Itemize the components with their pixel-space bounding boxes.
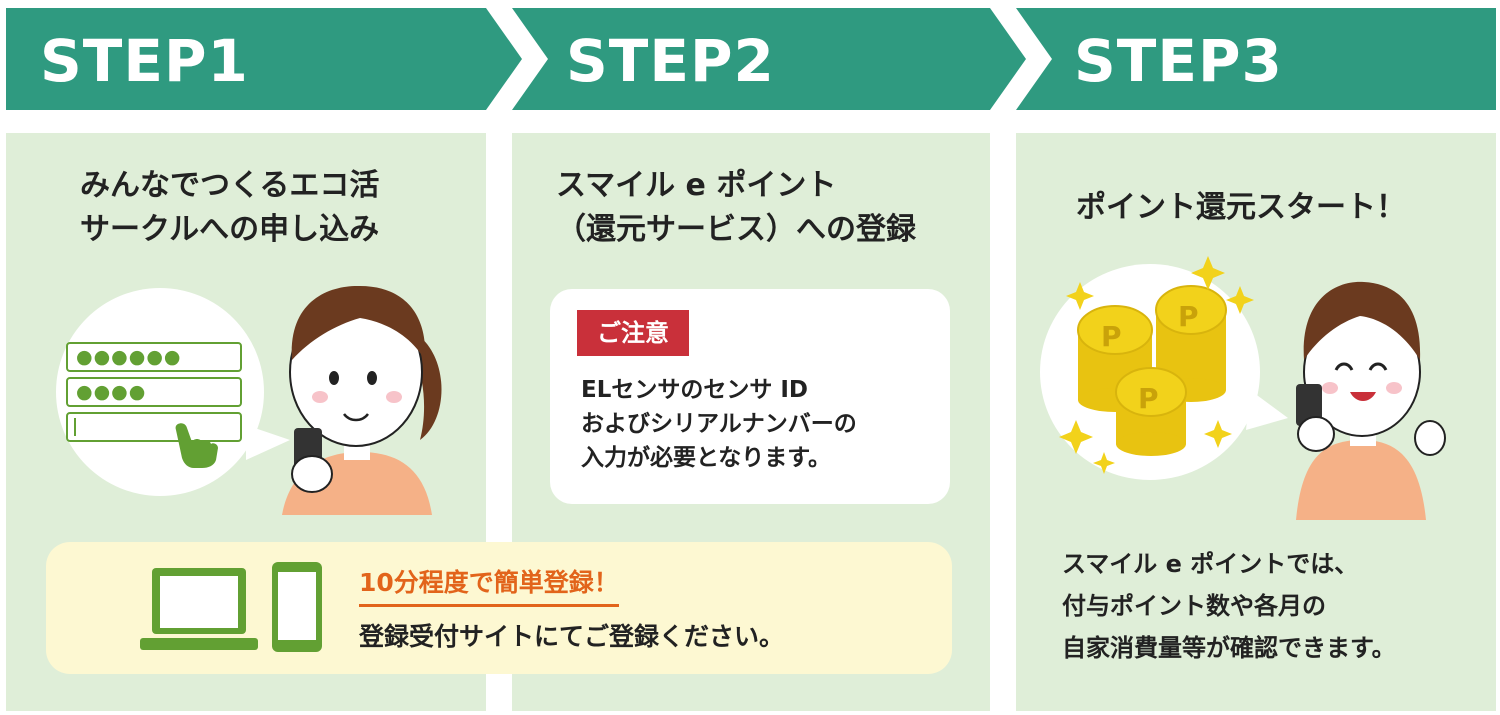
coin-letter-3: P <box>1138 382 1159 415</box>
step2-title-line1: スマイル e ポイント <box>556 168 837 203</box>
form-field-1: ●●●●●● <box>66 342 242 372</box>
notice-badge: ご注意 <box>577 310 689 356</box>
step3-description-line1: スマイル e ポイントでは、 <box>1062 550 1359 578</box>
step1-chevron <box>6 8 522 110</box>
text-cursor <box>74 418 76 436</box>
notice-line-1: ELセンサのセンサ ID <box>581 377 809 403</box>
sparkle-icon <box>1059 256 1254 474</box>
coin-stack-icon <box>1077 285 1227 456</box>
form-field-2-value: ●●●● <box>76 381 147 403</box>
step3-illustration <box>1040 256 1446 520</box>
form-field-1-value: ●●●●●● <box>76 346 182 368</box>
step3-description-line3: 自家消費量等が確認できます。 <box>1062 634 1396 662</box>
step3-title: ポイント還元スタート！ <box>1076 190 1406 225</box>
step2-title-line2: （還元サービス）への登録 <box>556 212 916 247</box>
step2-label: STEP2 <box>566 27 775 95</box>
notice-line-2: およびシリアルナンバーの <box>581 411 857 437</box>
step-header-bar <box>6 8 1496 110</box>
coin-letter-2: P <box>1178 300 1199 333</box>
step1-label: STEP1 <box>40 27 249 95</box>
step3-description-line2: 付与ポイント数や各月の <box>1062 592 1326 620</box>
registration-banner: 10分程度で簡単登録！ 登録受付サイトにてご登録ください。 <box>46 542 952 674</box>
step2-chevron <box>512 8 1026 110</box>
pointing-hand-icon <box>175 423 218 468</box>
coin-letter-1: P <box>1101 320 1122 353</box>
step1-title-line1: みんなでつくるエコ活 <box>80 168 380 203</box>
smartphone-icon <box>272 562 322 652</box>
banner-text: 登録受付サイトにてご登録ください。 <box>359 622 785 651</box>
step3-label: STEP3 <box>1074 27 1283 95</box>
laptop-icon <box>140 568 258 650</box>
step1-title-line2: サークルへの申し込み <box>80 212 380 247</box>
step1-illustration <box>56 285 442 515</box>
notice-box: ご注意 ELセンサのセンサ ID およびシリアルナンバーの 入力が必要となります… <box>550 289 950 504</box>
form-field-3 <box>66 412 242 442</box>
step3-chevron <box>1016 8 1496 110</box>
form-field-2: ●●●● <box>66 377 242 407</box>
banner-highlight: 10分程度で簡単登録！ <box>359 564 619 607</box>
notice-line-3: 入力が必要となります。 <box>581 445 832 471</box>
